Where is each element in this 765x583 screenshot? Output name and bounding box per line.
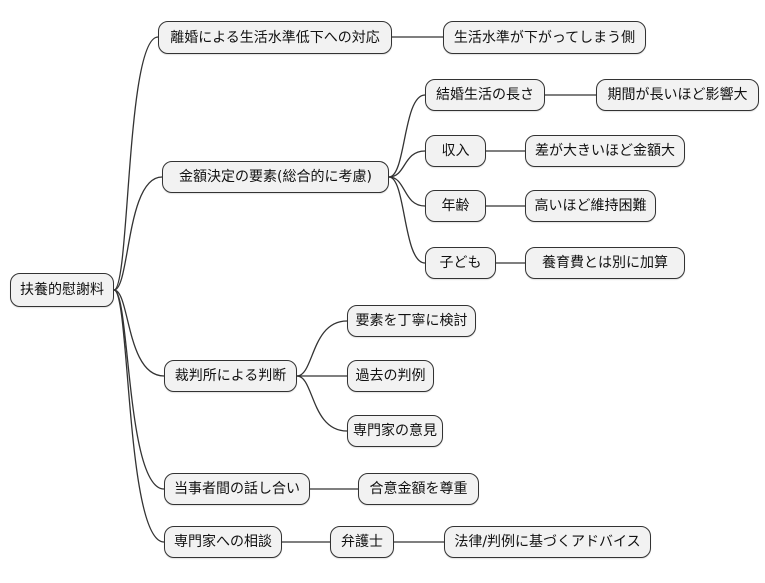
node-amount-decision-factors: 金額決定の要素(総合的に考慮) (162, 161, 389, 193)
node-party-discussion: 当事者間の話し合い (164, 473, 310, 505)
edge-factors-marriage-length (388, 94, 426, 178)
edge-root-divorce-response (113, 36, 159, 291)
node-respect-agreed-amount: 合意金額を尊重 (358, 473, 479, 505)
edge-court-careful-review (296, 320, 348, 377)
edge-factors-age (388, 176, 426, 207)
node-lawyer: 弁護士 (330, 526, 394, 558)
node-lower-living-standard-side: 生活水準が下がってしまう側 (443, 21, 646, 54)
node-careful-factor-review: 要素を丁寧に検討 (347, 305, 476, 337)
edge-root-expert-consultation (113, 289, 165, 543)
edge-root-court-judgment (113, 289, 165, 377)
node-age: 年齢 (425, 190, 486, 222)
node-longer-period-impact: 期間が長いほど影響大 (596, 79, 759, 111)
node-court-judgment: 裁判所による判断 (164, 360, 297, 392)
node-divorce-living-standard-response: 離婚による生活水準低下への対応 (158, 21, 392, 54)
node-age-maintenance-difficulty: 高いほど維持困難 (525, 190, 656, 222)
node-expert-consultation: 専門家への相談 (164, 526, 282, 558)
edge-factors-children (388, 176, 426, 264)
edge-root-amount-factors (113, 176, 163, 291)
node-past-precedents: 過去の判例 (347, 360, 434, 392)
edge-factors-income (388, 150, 426, 178)
node-children: 子ども (425, 247, 496, 279)
node-expert-opinions: 専門家の意見 (347, 415, 443, 447)
edge-court-expert-opinions (296, 375, 348, 432)
node-income-gap-amount: 差が大きいほど金額大 (525, 135, 685, 167)
node-legal-precedent-advice: 法律/判例に基づくアドバイス (444, 526, 651, 558)
node-marriage-length: 結婚生活の長さ (425, 79, 545, 111)
node-childcare-separate-addition: 養育費とは別に加算 (525, 247, 685, 279)
node-root-supportive-alimony: 扶養的慰謝料 (10, 273, 114, 307)
node-income: 収入 (425, 135, 486, 167)
